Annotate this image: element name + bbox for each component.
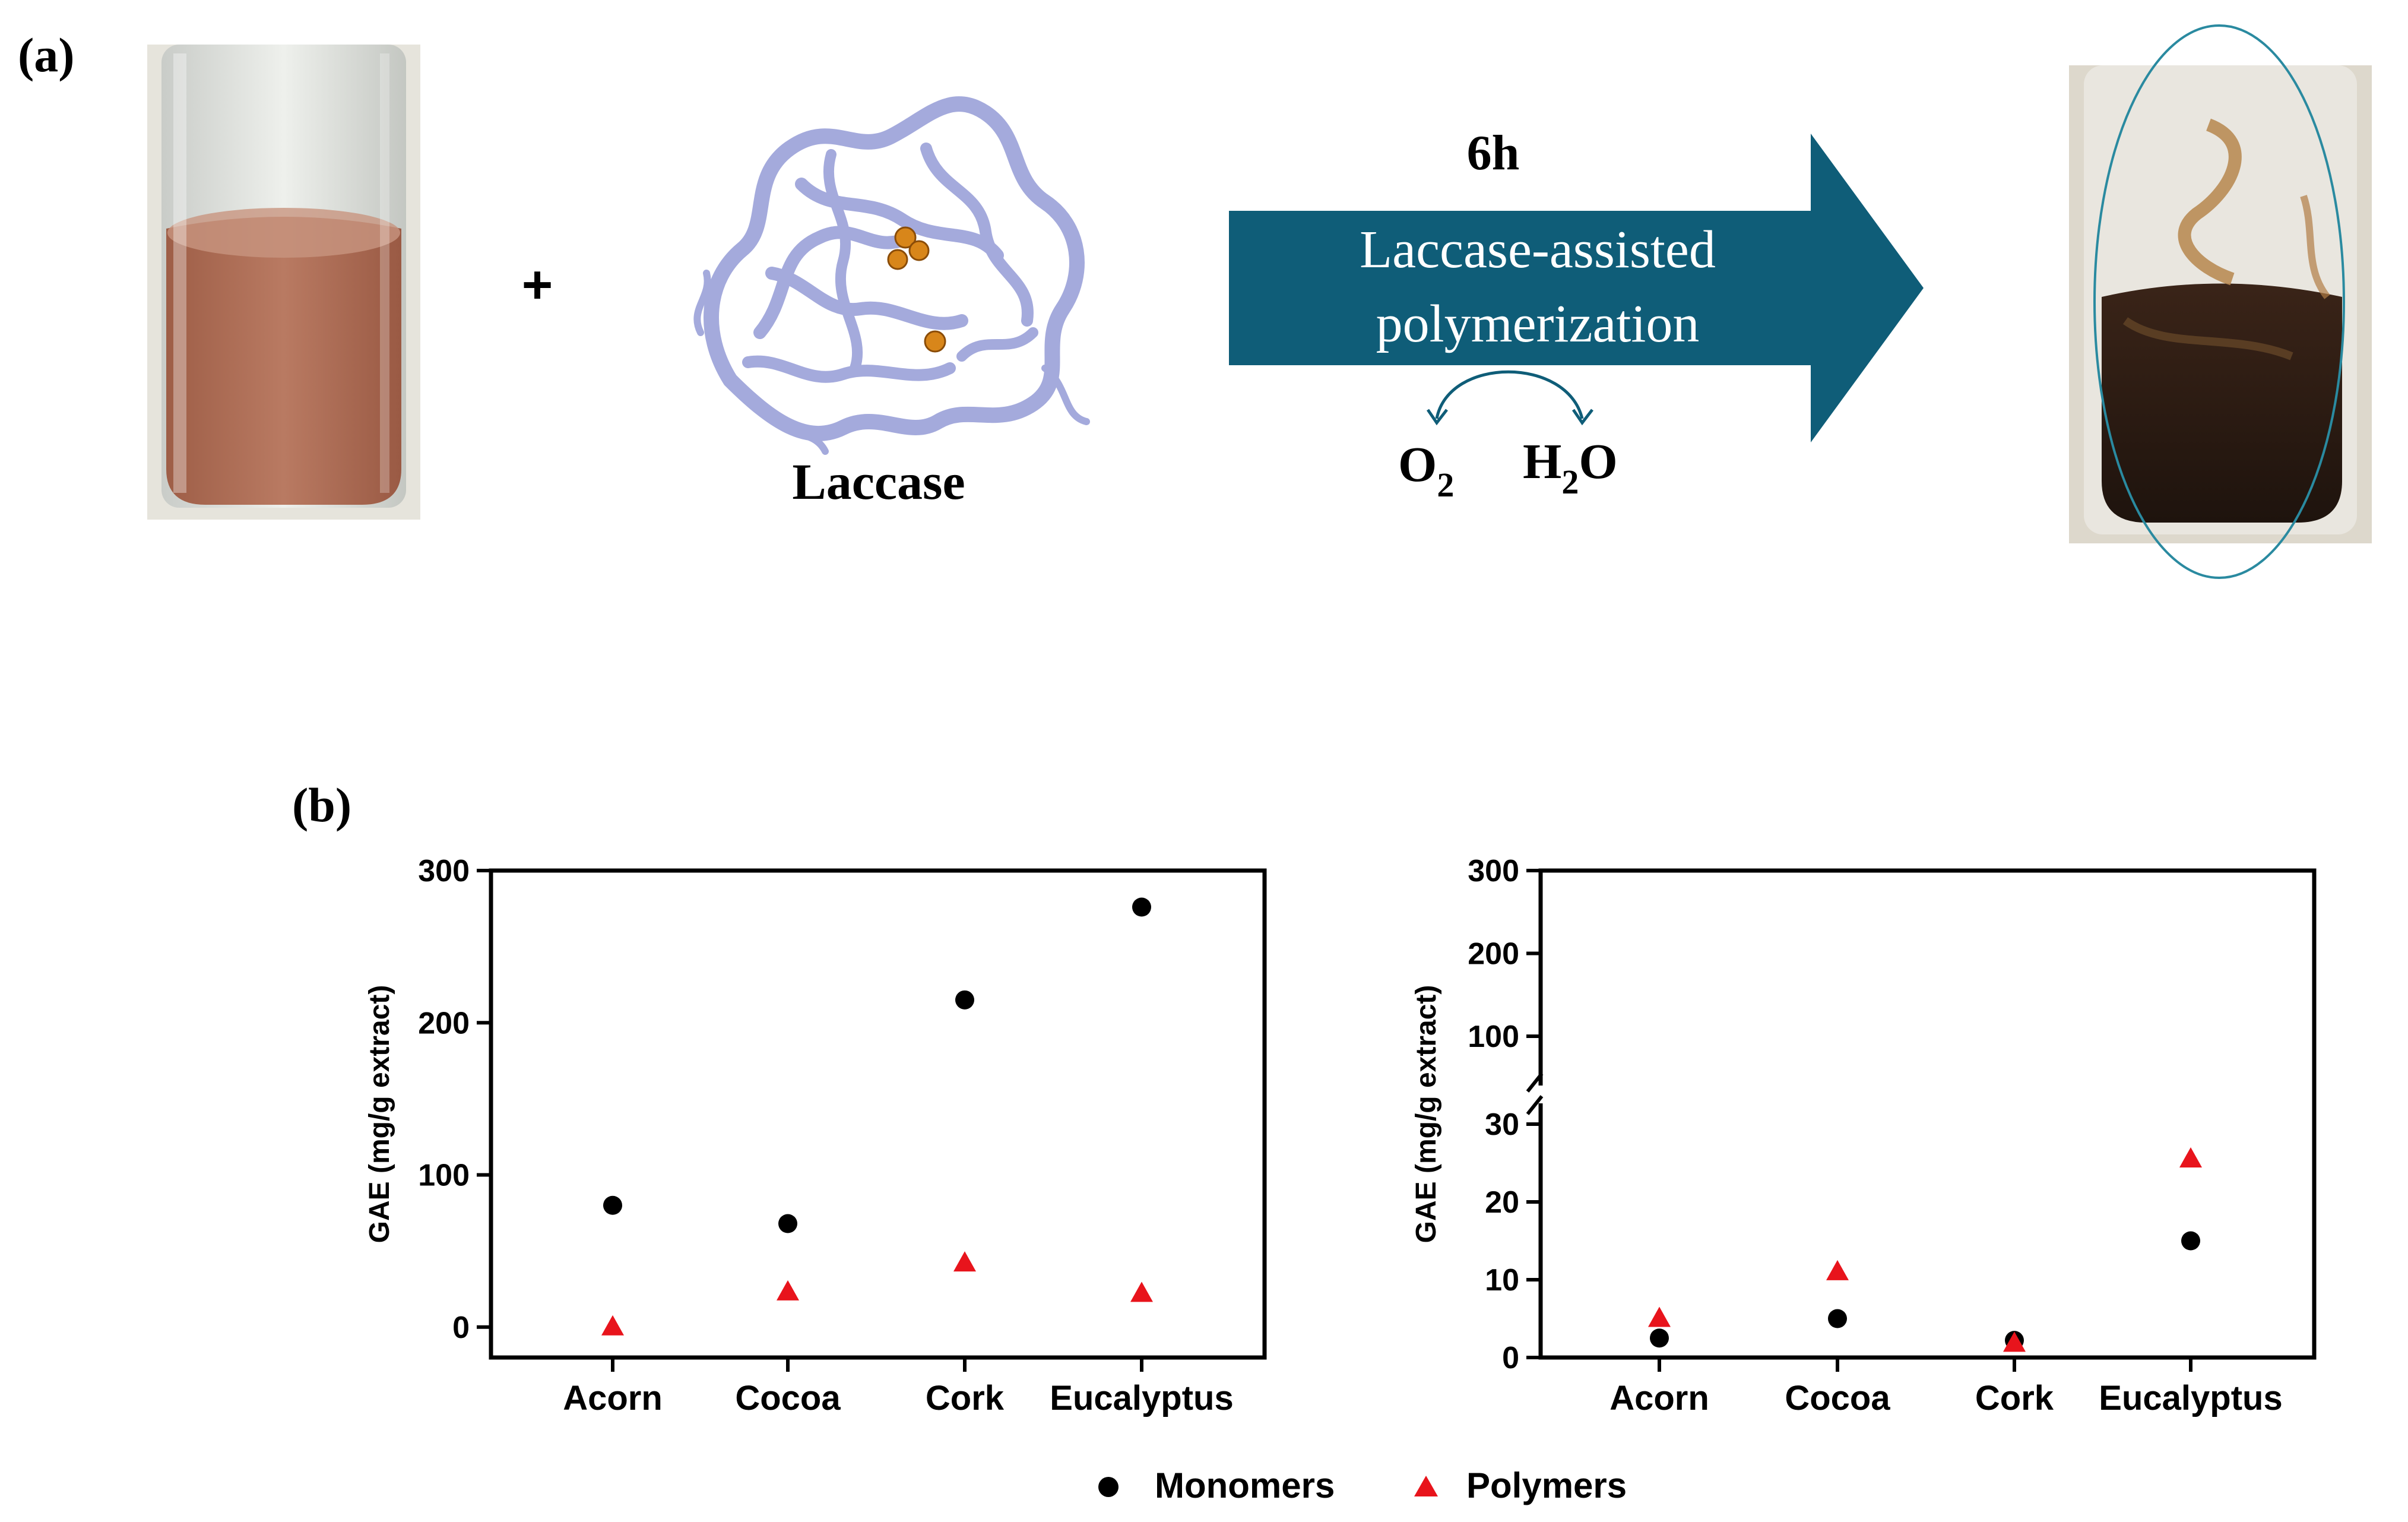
chart-left-xtick-label: Eucalyptus [1050,1379,1233,1417]
enzyme-label: Laccase [792,453,965,510]
process-arrow [1229,134,1924,442]
chart-right-ytick-label: 200 [1468,937,1519,972]
arrow-text-line1: Laccase-assisted [1360,220,1716,279]
legend-polymers-marker [1414,1476,1438,1496]
chart-right-ytick-label: 10 [1485,1263,1519,1298]
product-h2o: H2O [1523,434,1618,501]
arrow-text-line2: polymerization [1376,295,1700,353]
chart-left-ylabel: GAE (mg/g extract) [364,985,395,1243]
laccase-protein-illustration [693,96,1090,455]
legend-polymers-label: Polymers [1466,1466,1627,1505]
chart-right: GAE (mg/g extract) 0 10 20 30 100 200 300Acorn… [1411,854,2317,1417]
chart-left-polymers-point [953,1251,976,1272]
chart-left-xtick-label: Cork [926,1379,1005,1417]
chart-right-ytick-label: 100 [1468,1020,1519,1054]
legend-monomers-marker [1098,1477,1119,1497]
chart-right-ytick-label: 300 [1468,854,1519,888]
chart-right-xtick-label: Cocoa [1785,1379,1890,1417]
chart-left-monomers-point [603,1195,622,1215]
chart-left-xtick-label: Cocoa [735,1379,841,1417]
chart-left-polymers-point [777,1280,799,1300]
chart-left-polymers-point [1130,1281,1153,1302]
chart-right-xtick-label: Cork [1975,1379,2054,1417]
legend-monomers-label: Monomers [1155,1466,1335,1505]
chart-left-ytick-label: 300 [418,854,470,888]
chart-left-ytick-label: 0 [452,1311,470,1345]
copper-atoms [887,226,946,353]
chart-right-axis-break-mark [1526,1095,1544,1115]
chart-right-axis-break-mark [1526,1072,1544,1093]
chart-right-polymers-point [2003,1331,2026,1352]
chart-right-polymers-point [2179,1147,2202,1167]
panel-a-label: (a) [18,28,75,82]
chart-right-ytick-label: 0 [1502,1341,1519,1375]
chart-right-monomers-point [1828,1309,1847,1328]
chart-right-ylabel: GAE (mg/g extract) [1411,985,1442,1243]
time-label: 6h [1467,125,1520,181]
chart-left-polymers-point [601,1315,624,1336]
legend: Monomers Polymers [1098,1466,1627,1505]
initial-tube-photo [147,45,420,520]
chart-right-plot-frame [1538,868,2317,1360]
chart-right-monomers-point [1650,1328,1669,1348]
chart-left-monomers-point [1132,897,1151,917]
chart-right-xtick-label: Acorn [1609,1379,1709,1417]
final-tube-photo [2069,65,2372,543]
chart-right-polymers-point [1826,1260,1849,1280]
chart-left-ytick-label: 200 [418,1006,470,1040]
chart-right-ytick-label: 30 [1485,1108,1519,1142]
reaction-curved-arrow [1426,370,1593,426]
reactant-o2: O2 [1398,437,1454,504]
highlight-ellipse [2093,24,2345,579]
chart-left-plot-frame [489,868,1267,1360]
chart-right-polymers-point [1648,1306,1671,1327]
panel-b-label: (b) [292,778,351,832]
chart-left-monomers-point [778,1214,797,1233]
chart-right-monomers-point [2181,1231,2200,1251]
chart-right-xtick-label: Eucalyptus [2099,1379,2282,1417]
chart-left-ytick-label: 100 [418,1159,470,1193]
chart-right-axis-break-gap [1532,1086,1549,1103]
chart-right-ytick-label: 20 [1485,1185,1519,1220]
plus-sign: + [522,255,553,315]
chart-left-xtick-label: Acorn [563,1379,663,1417]
chart-left-monomers-point [955,990,974,1010]
